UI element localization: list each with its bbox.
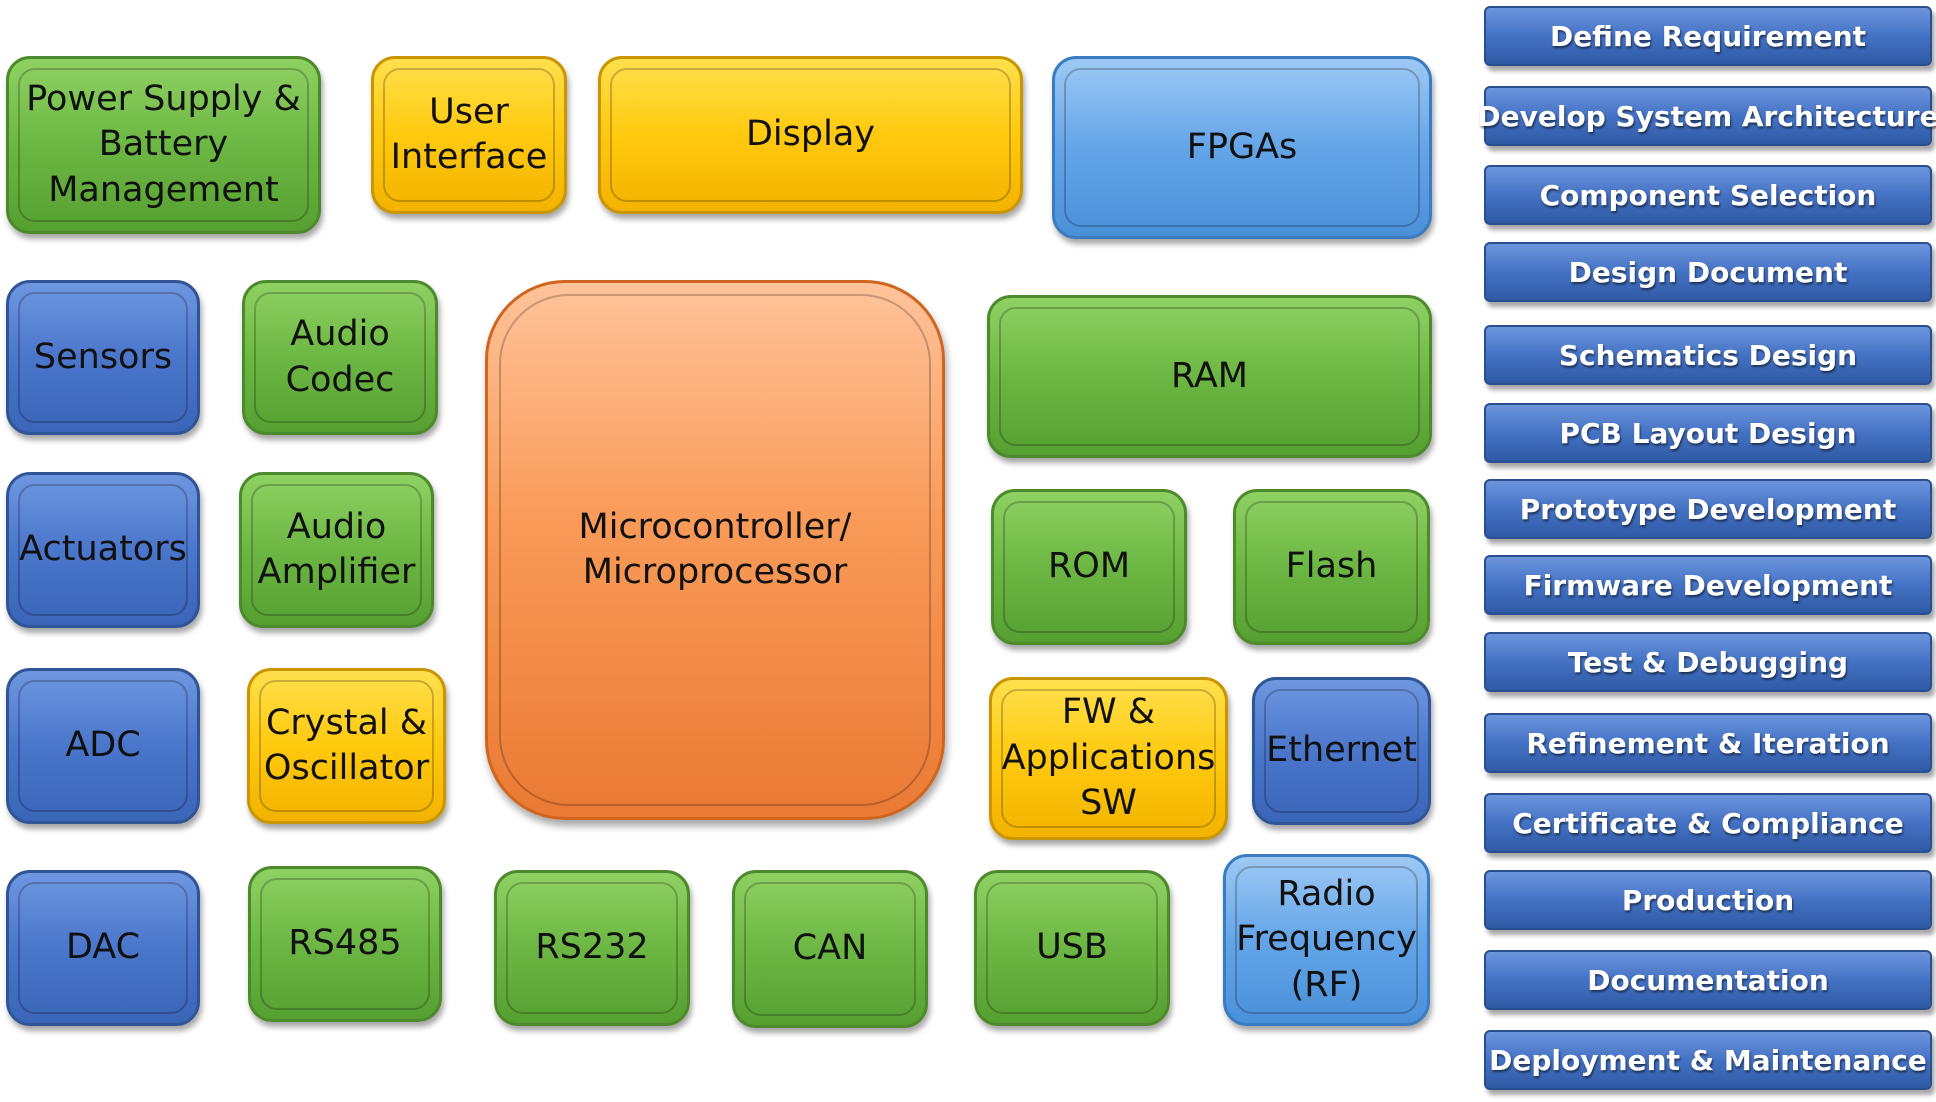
block-ram: RAM <box>987 295 1432 458</box>
step-component-selection: Component Selection <box>1484 165 1932 225</box>
step-design-document: Design Document <box>1484 242 1932 302</box>
block-adc: ADC <box>6 668 200 824</box>
block-usb: USB <box>974 870 1170 1026</box>
block-user-interface: User Interface <box>371 56 567 214</box>
block-actuators: Actuators <box>6 472 200 628</box>
block-display: Display <box>598 56 1023 214</box>
step-test-debugging: Test & Debugging <box>1484 632 1932 692</box>
block-crystal-oscillator: Crystal & Oscillator <box>247 668 446 824</box>
step-firmware-development: Firmware Development <box>1484 555 1932 615</box>
step-define-requirement: Define Requirement <box>1484 6 1932 66</box>
step-refinement-iteration: Refinement & Iteration <box>1484 713 1932 773</box>
block-audio-codec: Audio Codec <box>242 280 438 435</box>
block-power-supply: Power Supply & Battery Management <box>6 56 321 234</box>
step-production: Production <box>1484 870 1932 930</box>
block-sensors: Sensors <box>6 280 200 435</box>
step-documentation: Documentation <box>1484 950 1932 1010</box>
step-deployment-maintenance: Deployment & Maintenance <box>1484 1030 1932 1090</box>
block-microcontroller: Microcontroller/ Microprocessor <box>485 280 945 820</box>
step-prototype-development: Prototype Development <box>1484 479 1932 539</box>
block-rom: ROM <box>991 489 1187 645</box>
block-fw-applications-sw: FW & Applications SW <box>989 677 1228 840</box>
step-develop-system-architecture: Develop System Architecture <box>1477 86 1936 146</box>
block-ethernet: Ethernet <box>1252 677 1431 825</box>
step-schematics-design: Schematics Design <box>1484 325 1932 385</box>
block-rs485: RS485 <box>248 866 442 1022</box>
block-flash: Flash <box>1233 489 1430 645</box>
block-fpgas: FPGAs <box>1052 56 1432 239</box>
block-radio-frequency: Radio Frequency (RF) <box>1223 854 1430 1026</box>
block-rs232: RS232 <box>494 870 690 1026</box>
block-dac: DAC <box>6 870 200 1026</box>
block-audio-amplifier: Audio Amplifier <box>239 472 434 628</box>
block-can: CAN <box>732 870 928 1028</box>
step-pcb-layout-design: PCB Layout Design <box>1484 403 1932 463</box>
step-certificate-compliance: Certificate & Compliance <box>1484 793 1932 853</box>
